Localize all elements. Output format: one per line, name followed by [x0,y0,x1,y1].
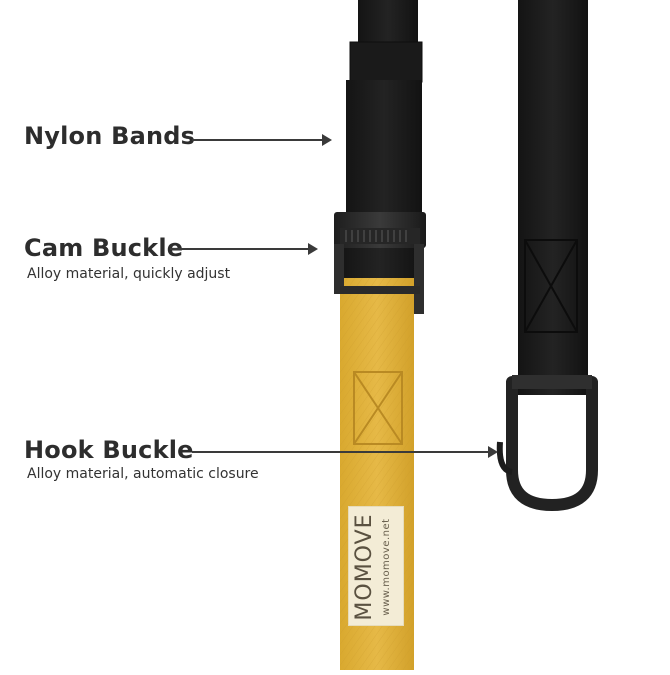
brand-tag: MOMOVE www.momove.net [348,506,404,626]
nylon-bands-arrow [192,134,332,146]
cam-buckle [334,212,426,314]
hook-buckle-arrow [192,446,498,458]
cam-buckle-title: Cam Buckle [24,234,184,262]
tag-brand-text: MOMOVE [352,513,377,621]
nylon-band-right [518,0,588,395]
nylon-bands-title: Nylon Bands [24,122,196,150]
hook-buckle-title: Hook Buckle [24,436,194,464]
cam-buckle-subtitle: Alloy material, quickly adjust [27,266,231,282]
cam-buckle-arrow [170,243,318,255]
hook-buckle [496,375,598,511]
tag-site-text: www.momove.net [381,518,392,616]
hook-buckle-subtitle: Alloy material, automatic closure [27,466,259,482]
